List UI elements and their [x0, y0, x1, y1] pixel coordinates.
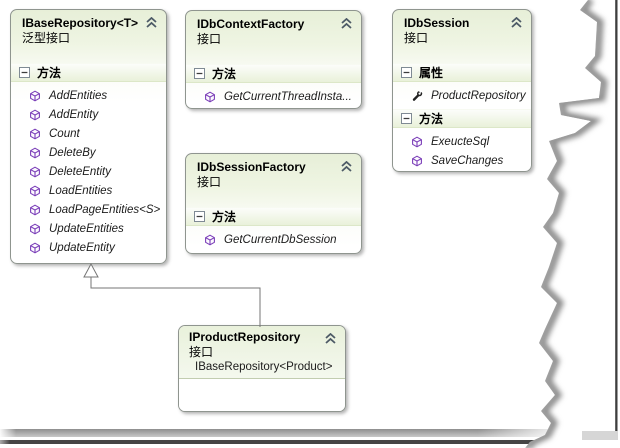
class-title: IBaseRepository<T>: [22, 16, 139, 30]
class-stereotype: 接口: [404, 31, 429, 45]
section-header-properties[interactable]: 属性: [393, 63, 531, 82]
section-label: 属性: [419, 66, 444, 80]
method-icon: [205, 91, 215, 102]
collapse-minus-icon[interactable]: [194, 211, 205, 222]
collapse-minus-icon[interactable]: [401, 67, 412, 78]
member-row[interactable]: ExeucteSql: [393, 132, 531, 151]
section-header-methods[interactable]: 方法: [186, 64, 361, 83]
inheritance-connector: [83, 262, 261, 327]
member-name: ProductRepository: [431, 89, 526, 102]
collapse-minus-icon[interactable]: [401, 113, 412, 124]
member-name: GetCurrentThreadInsta...: [224, 90, 352, 103]
window-bottom-right-remnant: [582, 431, 618, 440]
class-stereotype: 泛型接口: [22, 31, 71, 45]
collapse-minus-icon[interactable]: [194, 68, 205, 79]
inherits-name: IBaseRepository<Product>: [195, 361, 333, 373]
member-row[interactable]: GetCurrentThreadInsta...: [186, 87, 361, 106]
member-name: GetCurrentDbSession: [224, 233, 337, 246]
member-name: AddEntity: [49, 108, 99, 121]
class-stereotype: 接口: [189, 345, 214, 359]
collapse-chevron-icon[interactable]: [340, 161, 353, 172]
member-name: DeleteBy: [49, 146, 96, 159]
section-label: 方法: [37, 66, 62, 80]
member-name: LoadPageEntities<S>: [49, 203, 161, 216]
section-label: 方法: [419, 112, 444, 126]
class-header: IDbSessionFactory 接口: [186, 154, 361, 200]
member-row[interactable]: DeleteEntity: [11, 162, 166, 181]
member-name: DeleteEntity: [49, 165, 112, 178]
member-row[interactable]: SaveChanges: [393, 151, 531, 170]
method-icon: [205, 234, 215, 245]
method-icon: [412, 155, 422, 166]
collapse-minus-icon[interactable]: [19, 67, 30, 78]
method-icon: [30, 147, 40, 158]
member-row[interactable]: AddEntities: [11, 86, 166, 105]
member-row[interactable]: UpdateEntity: [11, 238, 166, 257]
class-title: IProductRepository: [189, 330, 301, 344]
method-icon: [30, 242, 40, 253]
method-icon: [30, 185, 40, 196]
member-row[interactable]: GetCurrentDbSession: [186, 230, 361, 249]
section-header-methods[interactable]: 方法: [393, 109, 531, 128]
window-right-border-line: [615, 0, 618, 431]
class-box-idbsessionfactory[interactable]: IDbSessionFactory 接口 方法 GetCurrentDbSess…: [185, 153, 362, 254]
torn-edge-decoration: [525, 0, 620, 448]
member-name: SaveChanges: [431, 154, 504, 167]
section-header-methods[interactable]: 方法: [11, 63, 166, 82]
class-title: IDbSessionFactory: [197, 160, 306, 174]
member-row[interactable]: UpdateEntities: [11, 219, 166, 238]
class-stereotype: 接口: [197, 175, 222, 189]
section-label: 方法: [212, 210, 237, 224]
class-box-ibaserepository[interactable]: IBaseRepository<T> 泛型接口 方法 AddEntities A…: [10, 9, 167, 264]
member-row[interactable]: ProductRepository: [393, 86, 531, 105]
member-row[interactable]: LoadPageEntities<S>: [11, 200, 166, 219]
method-icon: [30, 204, 40, 215]
method-icon: [412, 136, 422, 147]
class-title: IDbSession: [404, 16, 470, 30]
section-label: 方法: [212, 67, 237, 81]
class-title: IDbContextFactory: [197, 17, 305, 31]
property-wrench-icon: [412, 89, 423, 101]
member-name: LoadEntities: [49, 184, 113, 197]
class-header: IDbSession 接口: [393, 10, 531, 56]
method-icon: [30, 223, 40, 234]
member-name: ExeucteSql: [431, 135, 490, 148]
class-box-idbcontextfactory[interactable]: IDbContextFactory 接口 方法 GetCurrentThread…: [185, 10, 362, 109]
method-icon: [30, 128, 40, 139]
collapse-chevron-icon[interactable]: [324, 333, 337, 344]
collapse-chevron-icon[interactable]: [145, 17, 158, 28]
collapse-chevron-icon[interactable]: [340, 18, 353, 29]
empty-compartment: [179, 379, 345, 411]
member-row[interactable]: LoadEntities: [11, 181, 166, 200]
member-row[interactable]: DeleteBy: [11, 143, 166, 162]
window-border-line: [0, 440, 556, 444]
class-header: IDbContextFactory 接口: [186, 11, 361, 57]
member-name: UpdateEntity: [49, 241, 115, 254]
class-stereotype: 接口: [197, 32, 222, 46]
member-row[interactable]: Count: [11, 124, 166, 143]
member-name: UpdateEntities: [49, 222, 124, 235]
window-bottom-scrollbar: [0, 429, 552, 437]
member-name: AddEntities: [49, 89, 108, 102]
class-header: IProductRepository 接口 IBaseRepository<Pr…: [179, 326, 345, 379]
class-box-idbsession[interactable]: IDbSession 接口 属性 ProductRepository 方法 Ex…: [392, 9, 532, 172]
method-icon: [30, 90, 40, 101]
inherits-row: IBaseRepository<Product>: [189, 361, 332, 373]
class-box-iproductrepository[interactable]: IProductRepository 接口 IBaseRepository<Pr…: [178, 325, 346, 412]
member-name: Count: [49, 127, 80, 140]
class-header: IBaseRepository<T> 泛型接口: [11, 10, 166, 56]
method-icon: [30, 109, 40, 120]
method-icon: [30, 166, 40, 177]
member-row[interactable]: AddEntity: [11, 105, 166, 124]
inheritance-triangle-arrowhead: [83, 262, 99, 278]
section-header-methods[interactable]: 方法: [186, 207, 361, 226]
